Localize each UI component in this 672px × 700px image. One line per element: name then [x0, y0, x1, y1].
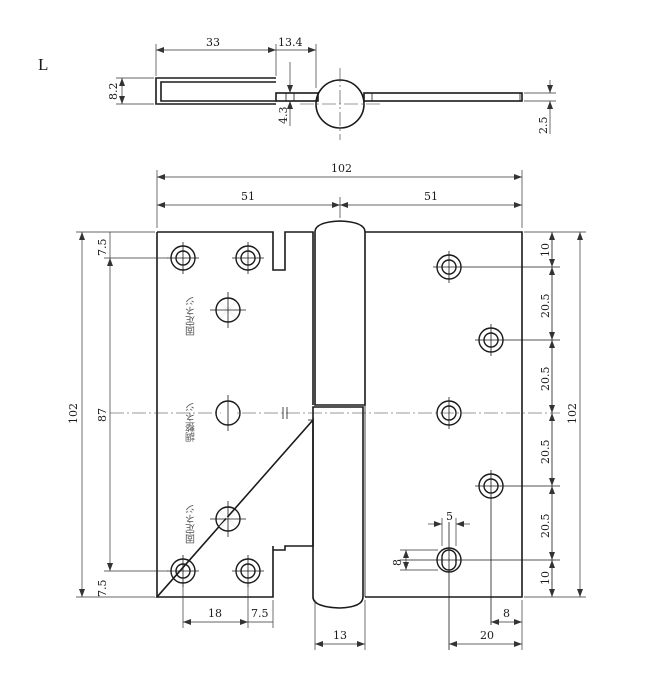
top-right-strap — [363, 92, 523, 102]
label-fixing-screw-top: 固定ネジ — [186, 296, 198, 336]
slot-hole — [400, 522, 560, 650]
dim-right-6: 10 — [539, 571, 552, 585]
fixing-screw-bottom — [210, 501, 246, 537]
dim-top-13-4: 13.4 — [278, 36, 303, 49]
knuckle-upper — [314, 220, 366, 406]
hole — [167, 242, 199, 274]
dim-right-5: 20.5 — [539, 514, 552, 539]
label-fixing-screw-bottom: 固定ネジ — [186, 504, 198, 544]
left-leaf — [155, 231, 314, 598]
dim-edge-bottom: 7.5 — [96, 580, 109, 598]
hole — [232, 242, 264, 274]
dim-right-total: 102 — [566, 403, 579, 424]
right-holes — [400, 251, 560, 650]
hole — [436, 397, 462, 429]
hole — [475, 470, 560, 625]
dim-slot-height: 8 — [391, 559, 404, 566]
dim-hole-edge-x: 7.5 — [251, 607, 269, 620]
dim-right-2: 20.5 — [539, 294, 552, 319]
view-label: L — [38, 55, 48, 74]
dim-top-8-2: 8.2 — [107, 83, 120, 101]
dim-right-3: 20.5 — [539, 367, 552, 392]
dim-hole-offset-a: 8 — [503, 607, 510, 620]
hole — [475, 324, 560, 356]
dim-knuckle-width: 13 — [333, 629, 347, 642]
dim-top-4-3: 4.3 — [277, 107, 290, 125]
dim-total-height: 102 — [67, 403, 80, 424]
left-holes — [167, 242, 264, 587]
front-view: 固定ネジ 調整ネジ 固定ネジ 102 51 51 102 87 — [67, 162, 586, 650]
label-adjust-screw: 調整ネジ — [186, 402, 198, 443]
knuckle-lower — [312, 406, 364, 609]
dim-top-2-5: 2.5 — [537, 117, 550, 135]
dim-hole-offset-b: 20 — [480, 629, 494, 642]
hole — [232, 555, 264, 587]
top-left-leaf-outer — [155, 77, 276, 105]
fixing-screw-top — [210, 292, 246, 328]
dim-half-right: 51 — [424, 190, 438, 203]
adjust-screw-middle — [215, 395, 241, 431]
dim-inner-height: 87 — [96, 408, 109, 422]
dim-slot-width: 5 — [446, 510, 453, 523]
top-left-leaf-inner — [160, 81, 276, 102]
right-leaf — [365, 231, 523, 598]
hole — [167, 555, 199, 587]
hole — [433, 251, 560, 283]
top-left-strap — [275, 92, 319, 102]
dim-hole-pitch-x: 18 — [208, 607, 222, 620]
top-view: 33 13.4 8.2 4.3 2.5 — [107, 36, 556, 140]
dim-right-4: 20.5 — [539, 440, 552, 465]
dim-right-1: 10 — [539, 243, 552, 257]
dim-total-width: 102 — [331, 162, 352, 175]
dim-half-left: 51 — [241, 190, 255, 203]
dim-top-33: 33 — [206, 36, 220, 49]
dim-edge-top: 7.5 — [96, 239, 109, 257]
